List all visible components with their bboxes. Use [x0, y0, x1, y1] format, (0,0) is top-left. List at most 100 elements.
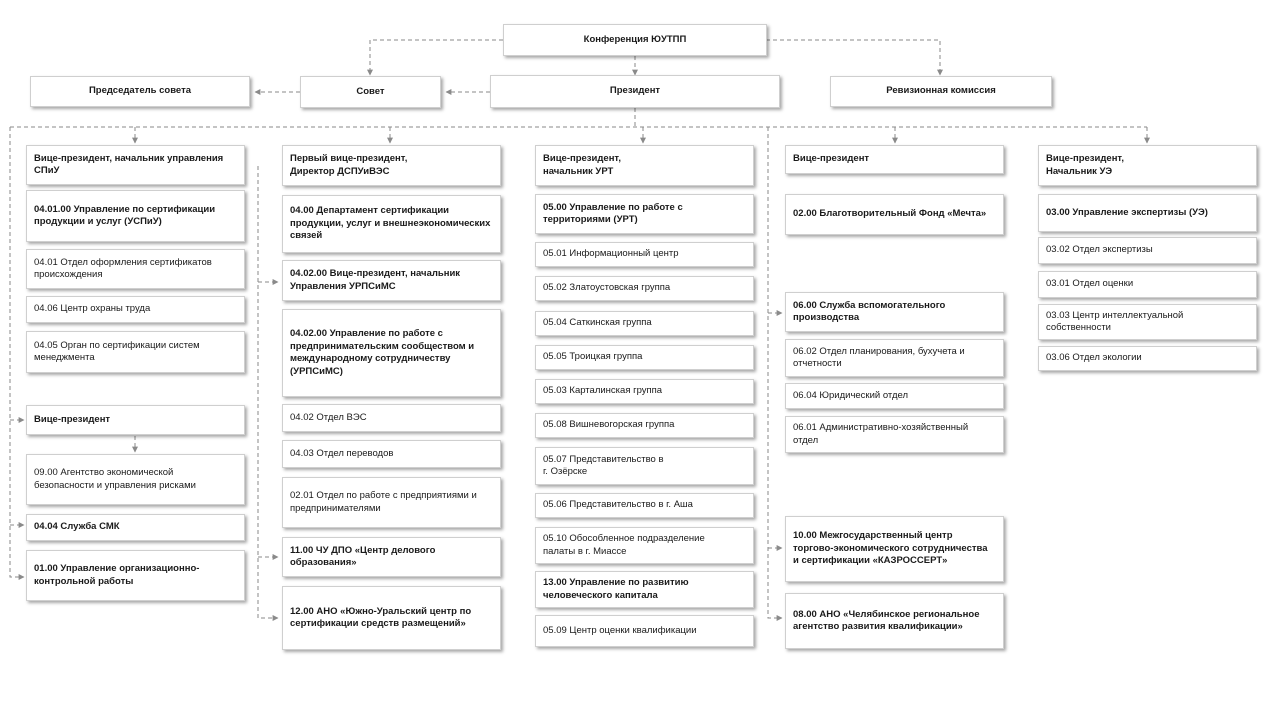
- col5-item-box: 03.03 Центр интеллектуальной собственнос…: [1038, 304, 1257, 340]
- col3-item-label: 05.03 Карталинская группа: [543, 385, 663, 397]
- col2-item-box: 04.02.00 Управление по работе с предприн…: [282, 309, 501, 397]
- col1-head-label: Вице-президент, начальник управления СПи…: [34, 152, 224, 177]
- col4-item-label: 06.02 Отдел планирования, бухучета и отч…: [793, 345, 965, 370]
- col4-item-box: 06.00 Служба вспомогательного производст…: [785, 292, 1004, 332]
- col3-item-box: 05.07 Представительство в г. Озёрске: [535, 447, 754, 485]
- chairman-box: Председатель совета: [30, 76, 250, 107]
- col1-item-label: 04.06 Центр охраны труда: [34, 303, 151, 315]
- chairman-label: Председатель совета: [88, 85, 192, 97]
- col3-item-label: 05.01 Информационный центр: [543, 248, 679, 260]
- col3-item-box: 05.05 Троицкая группа: [535, 345, 754, 370]
- col2-item-label: 12.00 АНО «Южно-Уральский центр по серти…: [290, 605, 472, 630]
- audit-commission-label: Ревизионная комиссия: [886, 85, 996, 97]
- col3-item-label: 05.05 Троицкая группа: [543, 351, 643, 363]
- col3-item-label: 05.10 Обособленное подразделение палаты …: [543, 533, 705, 557]
- col5-item-label: 03.00 Управление экспертизы (УЭ): [1046, 206, 1208, 218]
- col2-item-label: 04.00 Департамент сертификации продукции…: [290, 205, 491, 242]
- col5-item-label: 03.03 Центр интеллектуальной собственнос…: [1046, 309, 1184, 334]
- col1-item-box: 04.06 Центр охраны труда: [26, 296, 245, 323]
- col4-head-box: Вице-президент: [785, 145, 1004, 174]
- col2-head-label: Первый вице-президент, Директор ДСПУиВЭС: [290, 153, 408, 177]
- col4-item-box: 06.04 Юридический отдел: [785, 383, 1004, 409]
- col3-item-box: 05.02 Златоустовская группа: [535, 276, 754, 301]
- col4-item-box: 02.00 Благотворительный Фонд «Мечта»: [785, 194, 1004, 235]
- col4-item-box: 06.01 Административно-хозяйственный отде…: [785, 416, 1004, 453]
- conference-label: Конференция ЮУТПП: [583, 33, 687, 45]
- council-box: Совет: [300, 76, 441, 108]
- col2-item-label: 02.01 Отдел по работе с предприятиями и …: [290, 490, 477, 514]
- col1-okr-box: 01.00 Управление организационно- контрол…: [26, 550, 245, 601]
- col5-head-label: Вице-президент, Начальник УЭ: [1046, 153, 1125, 177]
- col5-item-box: 03.01 Отдел оценки: [1038, 271, 1257, 298]
- col5-item-label: 03.02 Отдел экспертизы: [1046, 244, 1153, 256]
- col1-item-label: 04.01.00 Управление по сертификации прод…: [34, 203, 216, 228]
- col3-head-box: Вице-президент, начальник УРТ: [535, 145, 754, 186]
- col4-item-label: 10.00 Межгосударственный центр торгово-э…: [793, 530, 988, 567]
- president-box: Президент: [490, 75, 780, 108]
- col4-item-label: 08.00 АНО «Челябинское региональное аген…: [793, 608, 980, 633]
- col1-vp-box: Вице-президент: [26, 405, 245, 435]
- col2-item-box: 04.02.00 Вице-президент, начальник Управ…: [282, 260, 501, 301]
- conference-box: Конференция ЮУТПП: [503, 24, 767, 56]
- col1-vp-label: Вице-президент: [34, 413, 111, 425]
- col3-item-box: 05.08 Вишневогорская группа: [535, 413, 754, 438]
- col5-item-box: 03.06 Отдел экологии: [1038, 346, 1257, 371]
- col2-item-box: 04.00 Департамент сертификации продукции…: [282, 195, 501, 253]
- col3-item-box: 05.01 Информационный центр: [535, 242, 754, 267]
- col3-item-box: 05.10 Обособленное подразделение палаты …: [535, 527, 754, 564]
- col4-item-label: 06.00 Служба вспомогательного производст…: [793, 299, 946, 324]
- col1-item-box: 04.01.00 Управление по сертификации прод…: [26, 190, 245, 242]
- col4-item-box: 08.00 АНО «Челябинское региональное аген…: [785, 593, 1004, 649]
- col4-item-label: 02.00 Благотворительный Фонд «Мечта»: [793, 208, 987, 220]
- col2-head-box: Первый вице-президент, Директор ДСПУиВЭС: [282, 145, 501, 186]
- col3-item-label: 05.06 Представительство в г. Аша: [543, 499, 693, 511]
- col3-item-label: 05.00 Управление по работе с территориям…: [543, 201, 683, 226]
- col1-smk-box: 04.04 Служба СМК: [26, 514, 245, 541]
- col5-head-box: Вице-президент, Начальник УЭ: [1038, 145, 1257, 186]
- col4-item-label: 06.01 Административно-хозяйственный отде…: [793, 422, 969, 446]
- col5-item-box: 03.02 Отдел экспертизы: [1038, 237, 1257, 264]
- col1-item-label: 04.05 Орган по сертификации систем менед…: [34, 339, 200, 364]
- col5-item-box: 03.00 Управление экспертизы (УЭ): [1038, 194, 1257, 232]
- col2-item-label: 04.02.00 Вице-президент, начальник Управ…: [290, 268, 461, 292]
- col2-item-label: 04.02 Отдел ВЭС: [290, 411, 367, 423]
- col3-item-box: 13.00 Управление по развитию человеческо…: [535, 571, 754, 608]
- col3-item-label: 05.02 Златоустовская группа: [543, 282, 671, 294]
- col3-item-box: 05.04 Саткинская группа: [535, 311, 754, 336]
- col2-item-box: 04.03 Отдел переводов: [282, 440, 501, 468]
- col3-item-box: 05.09 Центр оценки квалификации: [535, 615, 754, 647]
- col1-vp-item-box: 09.00 Агентство экономической безопаснос…: [26, 454, 245, 505]
- col2-item-box: 11.00 ЧУ ДПО «Центр делового образования…: [282, 537, 501, 577]
- col1-head-box: Вице-президент, начальник управления СПи…: [26, 145, 245, 185]
- col2-item-label: 04.02.00 Управление по работе с предприн…: [290, 328, 475, 377]
- col4-item-label: 06.04 Юридический отдел: [793, 389, 909, 401]
- col3-item-label: 05.08 Вишневогорская группа: [543, 419, 675, 431]
- col2-item-box: 02.01 Отдел по работе с предприятиями и …: [282, 477, 501, 528]
- col2-item-box: 04.02 Отдел ВЭС: [282, 404, 501, 432]
- col2-item-box: 12.00 АНО «Южно-Уральский центр по серти…: [282, 586, 501, 650]
- col3-item-box: 05.03 Карталинская группа: [535, 379, 754, 404]
- col1-item-label: 04.01 Отдел оформления сертификатов прои…: [34, 256, 212, 281]
- col3-item-box: 05.06 Представительство в г. Аша: [535, 493, 754, 518]
- col3-item-label: 05.07 Представительство в г. Озёрске: [543, 453, 664, 478]
- col4-item-box: 10.00 Межгосударственный центр торгово-э…: [785, 516, 1004, 582]
- col1-smk-label: 04.04 Служба СМК: [34, 521, 120, 533]
- col1-okr-label: 01.00 Управление организационно- контрол…: [34, 563, 200, 587]
- col1-vp-item-label: 09.00 Агентство экономической безопаснос…: [34, 467, 196, 491]
- col3-item-box: 05.00 Управление по работе с территориям…: [535, 194, 754, 234]
- col5-item-label: 03.01 Отдел оценки: [1046, 278, 1134, 290]
- col1-item-box: 04.01 Отдел оформления сертификатов прои…: [26, 249, 245, 289]
- col2-item-label: 04.03 Отдел переводов: [290, 447, 394, 459]
- col3-item-label: 05.04 Саткинская группа: [543, 317, 652, 329]
- col4-item-box: 06.02 Отдел планирования, бухучета и отч…: [785, 339, 1004, 377]
- col2-item-label: 11.00 ЧУ ДПО «Центр делового образования…: [290, 544, 436, 569]
- audit-commission-box: Ревизионная комиссия: [830, 76, 1052, 107]
- col1-item-box: 04.05 Орган по сертификации систем менед…: [26, 331, 245, 373]
- col3-head-label: Вице-президент, начальник УРТ: [543, 153, 622, 177]
- council-label: Совет: [356, 85, 385, 97]
- col3-item-label: 05.09 Центр оценки квалификации: [543, 624, 697, 636]
- col4-head-label: Вице-президент: [793, 153, 870, 164]
- president-label: Президент: [609, 85, 661, 97]
- col5-item-label: 03.06 Отдел экологии: [1046, 352, 1142, 364]
